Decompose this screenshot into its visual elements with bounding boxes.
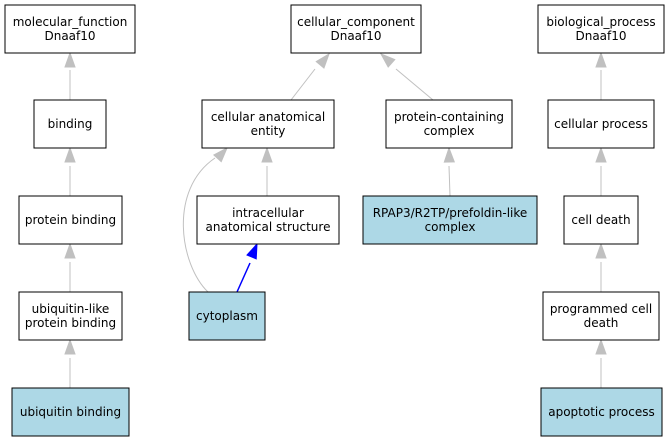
edge-binding-to-mf-root bbox=[64, 51, 76, 100]
node-label-line: cellular_component bbox=[297, 15, 415, 29]
node-label-line: entity bbox=[251, 124, 286, 138]
node-box bbox=[18, 195, 123, 245]
nodes-layer: molecular_functionDnaaf10bindingprotein … bbox=[4, 4, 665, 437]
node-apoptotic[interactable]: apoptotic process bbox=[540, 387, 663, 437]
node-label-line: cytoplasm bbox=[196, 309, 258, 323]
node-box bbox=[11, 387, 130, 437]
edge-apoptotic-to-pcd bbox=[595, 338, 607, 388]
node-label-line: biological_process bbox=[546, 15, 655, 29]
node-box bbox=[563, 195, 639, 245]
node-label-line: anatomical structure bbox=[206, 220, 331, 234]
node-box bbox=[188, 291, 266, 341]
node-label-line: programmed cell bbox=[550, 302, 652, 316]
node-box bbox=[362, 195, 538, 245]
node-label-line: cell death bbox=[571, 213, 630, 227]
edge-cae-to-cc-root bbox=[290, 52, 330, 101]
node-label-line: Dnaaf10 bbox=[330, 29, 381, 43]
node-label-line: intracellular bbox=[232, 206, 304, 220]
node-binding[interactable]: binding bbox=[33, 99, 107, 149]
node-label-line: complex bbox=[424, 124, 475, 138]
node-cytoplasm[interactable]: cytoplasm bbox=[188, 291, 266, 341]
edge-ias-to-cae bbox=[261, 146, 273, 196]
node-protein-binding[interactable]: protein binding bbox=[18, 195, 123, 245]
node-label-line: binding bbox=[48, 117, 93, 131]
node-label-line: protein binding bbox=[25, 316, 116, 330]
edge-rpap3-to-pcc bbox=[443, 146, 456, 197]
edge-cell-death-to-cellular-process bbox=[595, 146, 607, 196]
node-label-line: protein-containing bbox=[394, 110, 504, 124]
node-box bbox=[542, 291, 660, 341]
edge-protein-binding-to-binding bbox=[64, 146, 76, 196]
node-label-line: RPAP3/R2TP/prefoldin-like bbox=[373, 206, 528, 220]
node-label-line: death bbox=[584, 316, 619, 330]
edge-ubl-binding-to-protein-binding bbox=[64, 242, 76, 292]
node-box bbox=[540, 387, 663, 437]
node-label-line: cellular anatomical bbox=[211, 110, 325, 124]
node-label-line: molecular_function bbox=[13, 15, 128, 29]
node-box bbox=[290, 4, 422, 54]
node-label-line: complex bbox=[425, 220, 476, 234]
node-cell-death[interactable]: cell death bbox=[563, 195, 639, 245]
node-box bbox=[537, 4, 665, 54]
edge-cytoplasm-to-cae bbox=[182, 146, 229, 293]
node-box bbox=[385, 99, 513, 149]
edge-pcd-to-cell-death bbox=[595, 242, 607, 292]
node-box bbox=[18, 291, 123, 341]
node-box bbox=[4, 4, 136, 54]
node-label-line: ubiquitin-like bbox=[32, 302, 110, 316]
edge-cellular-process-to-bp-root bbox=[595, 51, 607, 100]
node-box bbox=[33, 99, 107, 149]
node-ubiquitin-binding[interactable]: ubiquitin binding bbox=[11, 387, 130, 437]
edge-pcc-to-cc-root bbox=[379, 53, 434, 101]
edge-ubiquitin-binding-to-ubl-binding bbox=[64, 338, 76, 388]
node-label-line: Dnaaf10 bbox=[44, 29, 95, 43]
node-box bbox=[196, 195, 340, 245]
node-cellular-process[interactable]: cellular process bbox=[547, 99, 655, 149]
node-box bbox=[201, 99, 335, 149]
edge-cytoplasm-to-ias bbox=[236, 242, 258, 293]
node-label-line: Dnaaf10 bbox=[575, 29, 626, 43]
node-label-line: cellular process bbox=[554, 117, 648, 131]
node-label-line: protein binding bbox=[25, 213, 116, 227]
edges-layer bbox=[64, 51, 607, 388]
node-label-line: apoptotic process bbox=[548, 405, 655, 419]
node-box bbox=[547, 99, 655, 149]
node-label-line: ubiquitin binding bbox=[20, 405, 121, 419]
